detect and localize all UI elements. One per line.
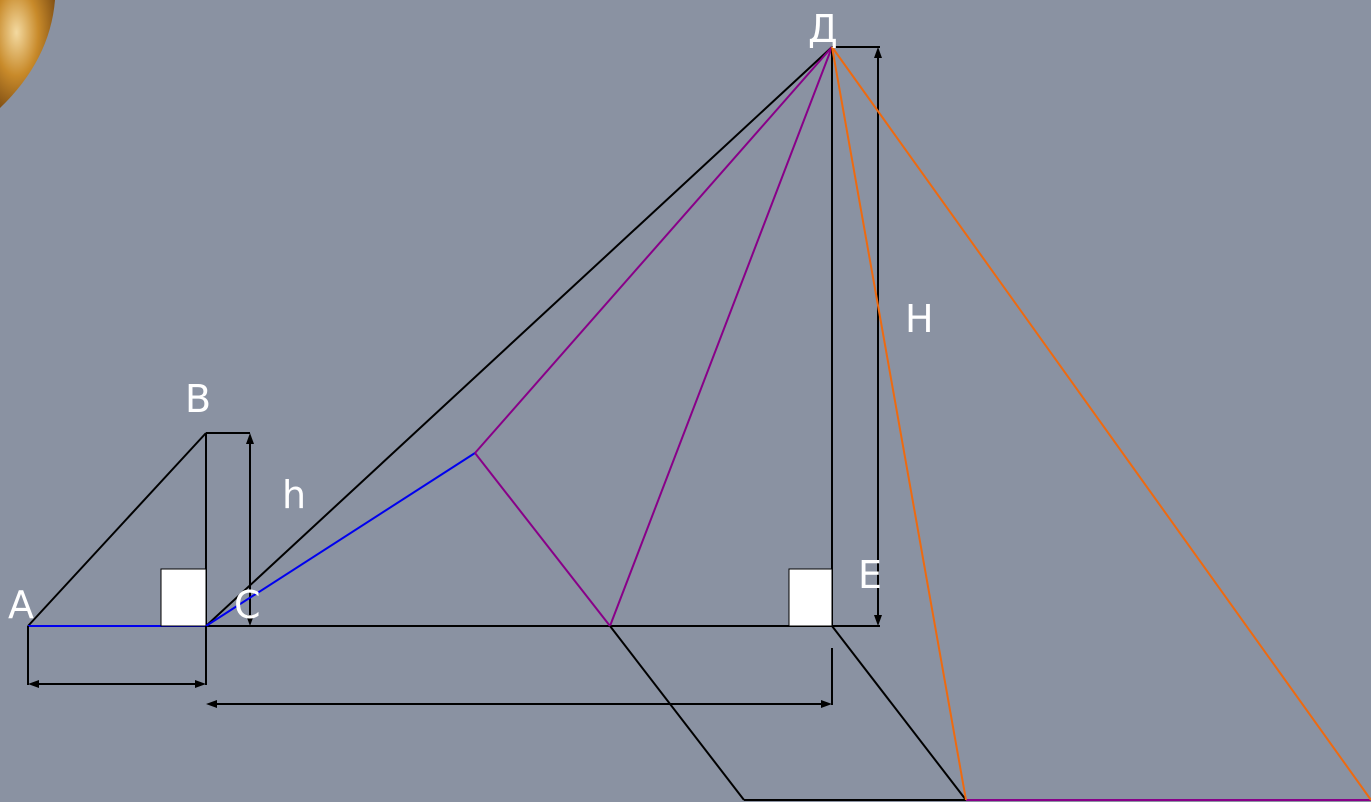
point-label-D: Д [808, 7, 838, 51]
segment-C-mid-blue [205, 452, 476, 627]
height-label-h: h [282, 473, 307, 517]
dim-CE-arrowhead-left [206, 700, 217, 708]
H-arrowhead-bottom [874, 615, 882, 626]
h-arrowhead-bottom [246, 615, 254, 626]
point-label-A: A [8, 583, 34, 627]
point-label-E: E [858, 553, 883, 597]
point-label-C: C [234, 583, 261, 627]
base-edge-right [831, 625, 967, 801]
segment-base-D-purple [609, 46, 833, 627]
height-label-H: H [905, 297, 934, 341]
corner-ornament [0, 0, 55, 108]
point-label-B: B [185, 377, 212, 421]
dim-AC-arrowhead-left [28, 680, 39, 688]
dim-AC-arrowhead-right [195, 680, 206, 688]
segment-mid-base-purple [474, 452, 611, 627]
segment-mid-D-purple [474, 46, 833, 454]
edge-D-front-orange [831, 46, 967, 801]
h-arrowhead-top [246, 433, 254, 444]
segment-AB [27, 432, 207, 627]
segment-CD [205, 46, 833, 627]
edge-D-right-orange [831, 46, 1371, 801]
right-angle-marker-E [788, 568, 833, 627]
H-arrowhead-top [874, 47, 882, 58]
dim-CE-arrowhead-right [821, 700, 832, 708]
right-angle-marker-C [160, 568, 207, 627]
base-edge-left [609, 625, 745, 801]
